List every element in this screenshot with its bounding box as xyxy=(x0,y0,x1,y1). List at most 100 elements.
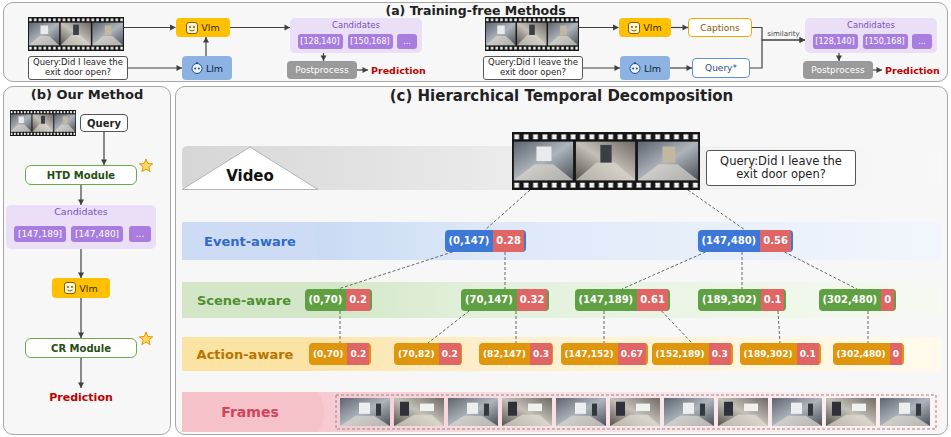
interval-text: (147,189) xyxy=(575,289,638,311)
score-text: 0.32 xyxy=(517,289,548,311)
candidate-chip: [150,168] xyxy=(863,34,908,49)
decoration xyxy=(67,286,69,288)
interval-text: [150,168] xyxy=(865,37,904,46)
decoration xyxy=(194,68,196,70)
candidate-chip: ... xyxy=(129,226,151,242)
box-label: HTD Module xyxy=(47,170,115,181)
model-icon xyxy=(628,22,640,34)
box-label: Captions xyxy=(700,23,739,33)
vlm-box: Vlm xyxy=(619,18,671,37)
decoration xyxy=(635,26,637,28)
level-band: Event-aware (0,147)0.28 (147,480)0.56 xyxy=(182,222,942,260)
interval-text: ... xyxy=(136,229,145,239)
score-text: 0.2 xyxy=(346,289,370,311)
interval-text: [150,168] xyxy=(350,37,389,46)
edge-label-patch: similarity xyxy=(766,30,800,38)
method-panel: (c) Hierarchical Temporal DecompositionV… xyxy=(175,86,948,435)
interval-text: [147,480] xyxy=(75,229,119,239)
pyramid-level xyxy=(182,222,318,260)
action-segment: (152,189)0.3 xyxy=(652,343,733,365)
panel-title: (a) Training-free Methods xyxy=(4,3,947,18)
level-label: Action-aware xyxy=(197,347,294,362)
score-text: 0.2 xyxy=(439,343,461,365)
box-label: Query xyxy=(87,118,121,129)
interval-text: (82,147) xyxy=(479,343,530,365)
candidates-panel: Candidates[128,140][150,168]... xyxy=(805,18,937,53)
candidates-title: Candidates xyxy=(805,18,937,31)
module-box: CR Module xyxy=(25,338,137,358)
interval-text: [128,140] xyxy=(815,37,854,46)
score-text: 0.2 xyxy=(347,343,369,365)
action-segment: (189,302)0.1 xyxy=(740,343,821,365)
prediction-output: Prediction xyxy=(882,61,944,79)
candidate-chip: [128,140] xyxy=(298,34,343,49)
candidate-chip: [150,168] xyxy=(348,34,393,49)
query-text: Query:Did I leave the exit door open? xyxy=(32,58,124,78)
candidate-chip: ... xyxy=(397,34,417,49)
decoration xyxy=(632,30,637,31)
query-text: Query:Did I leave the exit door open? xyxy=(487,58,579,78)
candidates-title: Candidates xyxy=(6,205,156,218)
edge-label: similarity xyxy=(767,30,799,38)
interval-text: (302,480) xyxy=(833,343,890,365)
prediction-output: Prediction xyxy=(368,61,432,79)
event-segment: (0,147)0.28 xyxy=(445,230,526,252)
method-panel: (b) Our MethodQueryHTD ModuleCandidates [… xyxy=(3,86,171,435)
decoration xyxy=(189,26,191,28)
interval-text: [147,189] xyxy=(18,229,62,239)
decoration xyxy=(196,62,197,64)
scene-segment: (189,302)0.1 xyxy=(698,289,786,311)
prediction-text: Prediction xyxy=(49,391,113,404)
action-segment: (147,152)0.67 xyxy=(561,343,648,365)
postprocess-box: Postprocess xyxy=(287,61,357,79)
box-label: Vlm xyxy=(643,22,661,33)
interval-text: (70,82) xyxy=(394,343,439,365)
interval-text: (0,70) xyxy=(305,289,347,311)
score-text: 0.3 xyxy=(530,343,552,365)
decoration xyxy=(198,68,200,70)
candidates-panel: Candidates [147,189] [147,480]... xyxy=(6,205,156,249)
interval-text: (302,480) xyxy=(819,289,882,311)
interval-text: [128,140] xyxy=(300,37,339,46)
box-label: Query* xyxy=(705,63,737,73)
method-panel: (a) Training-free MethodsQuery:Did I lea… xyxy=(3,2,948,82)
pyramid-level xyxy=(182,337,312,371)
scene-segment: (70,147)0.32 xyxy=(461,289,549,311)
candidates-title: Candidates xyxy=(290,18,422,31)
model-icon xyxy=(64,282,76,294)
level-label: Event-aware xyxy=(204,234,296,249)
candidate-chip: [147,480] xyxy=(71,226,123,242)
query-text: Query:Did I leave the exit door open? xyxy=(710,155,852,181)
vlm-box: Vlm xyxy=(52,278,110,298)
level-band: Scene-aware(0,70)0.2(70,147)0.32(147,189… xyxy=(182,282,942,318)
pyramid-level xyxy=(182,282,310,318)
score-text: 0.1 xyxy=(797,343,819,365)
captions-box: Captions xyxy=(688,18,752,37)
panel-title: (b) Our Method xyxy=(4,87,170,103)
model-icon xyxy=(191,62,203,74)
box-label: CR Module xyxy=(51,343,111,354)
box-label: Llm xyxy=(644,63,661,74)
score-text: 0 xyxy=(881,289,894,311)
decoration xyxy=(630,64,640,74)
action-segment: (70,82)0.2 xyxy=(394,343,462,365)
level-label: Video xyxy=(226,167,274,185)
candidate-chip: [147,189] xyxy=(14,226,66,242)
decoration xyxy=(68,290,73,291)
level-label: Frames xyxy=(221,404,278,420)
action-segment: (0,70)0.2 xyxy=(309,343,371,365)
interval-text: (147,480) xyxy=(698,230,761,252)
postprocess-box: Postprocess xyxy=(803,61,873,79)
event-segment: (147,480)0.56 xyxy=(698,230,793,252)
action-segment: (82,147)0.3 xyxy=(479,343,553,365)
box-label: Postprocess xyxy=(811,65,864,75)
candidates-panel: Candidates [128,140] [150,168]... xyxy=(290,18,422,53)
decoration xyxy=(71,286,73,288)
panel-title: (c) Hierarchical Temporal Decomposition xyxy=(176,87,947,105)
action-segment: (302,480)0 xyxy=(833,343,904,365)
scene-segment: (147,189)0.61 xyxy=(575,289,670,311)
box-label: Llm xyxy=(206,63,223,74)
score-text: 0.28 xyxy=(493,230,524,252)
model-icon xyxy=(186,22,198,34)
